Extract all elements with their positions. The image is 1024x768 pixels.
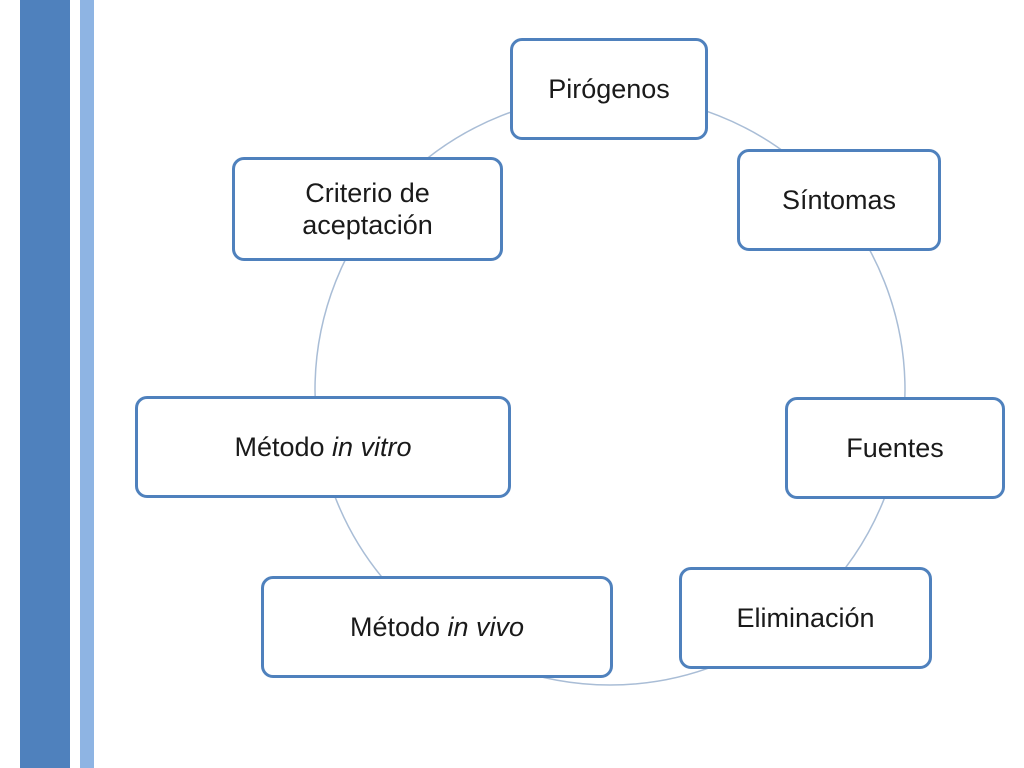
node-metodo-in-vivo: Método in vivo — [261, 576, 613, 678]
node-label: Pirógenos — [548, 73, 670, 104]
node-label-italic: in vitro — [332, 431, 412, 462]
node-criterio-de-aceptacion: Criterio de aceptación — [232, 157, 503, 261]
node-label: Método in vivo — [350, 611, 524, 643]
node-pirogenos: Pirógenos — [510, 38, 708, 140]
node-label-text: Método — [349, 611, 448, 642]
node-label: Eliminación — [736, 602, 875, 633]
node-metodo-in-vitro: Método in vitro — [135, 396, 511, 498]
left-accent-stripe — [80, 0, 94, 768]
node-label: Método in vitro — [234, 431, 411, 463]
node-label: Criterio de aceptación — [302, 177, 433, 240]
left-accent-bar — [20, 0, 70, 768]
node-label-text: Método — [234, 431, 333, 462]
node-label: Fuentes — [846, 432, 944, 463]
node-sintomas: Síntomas — [737, 149, 941, 251]
node-label-italic: in vivo — [447, 611, 525, 642]
node-label: Síntomas — [781, 184, 897, 215]
node-eliminacion: Eliminación — [679, 567, 932, 669]
node-fuentes: Fuentes — [785, 397, 1005, 499]
